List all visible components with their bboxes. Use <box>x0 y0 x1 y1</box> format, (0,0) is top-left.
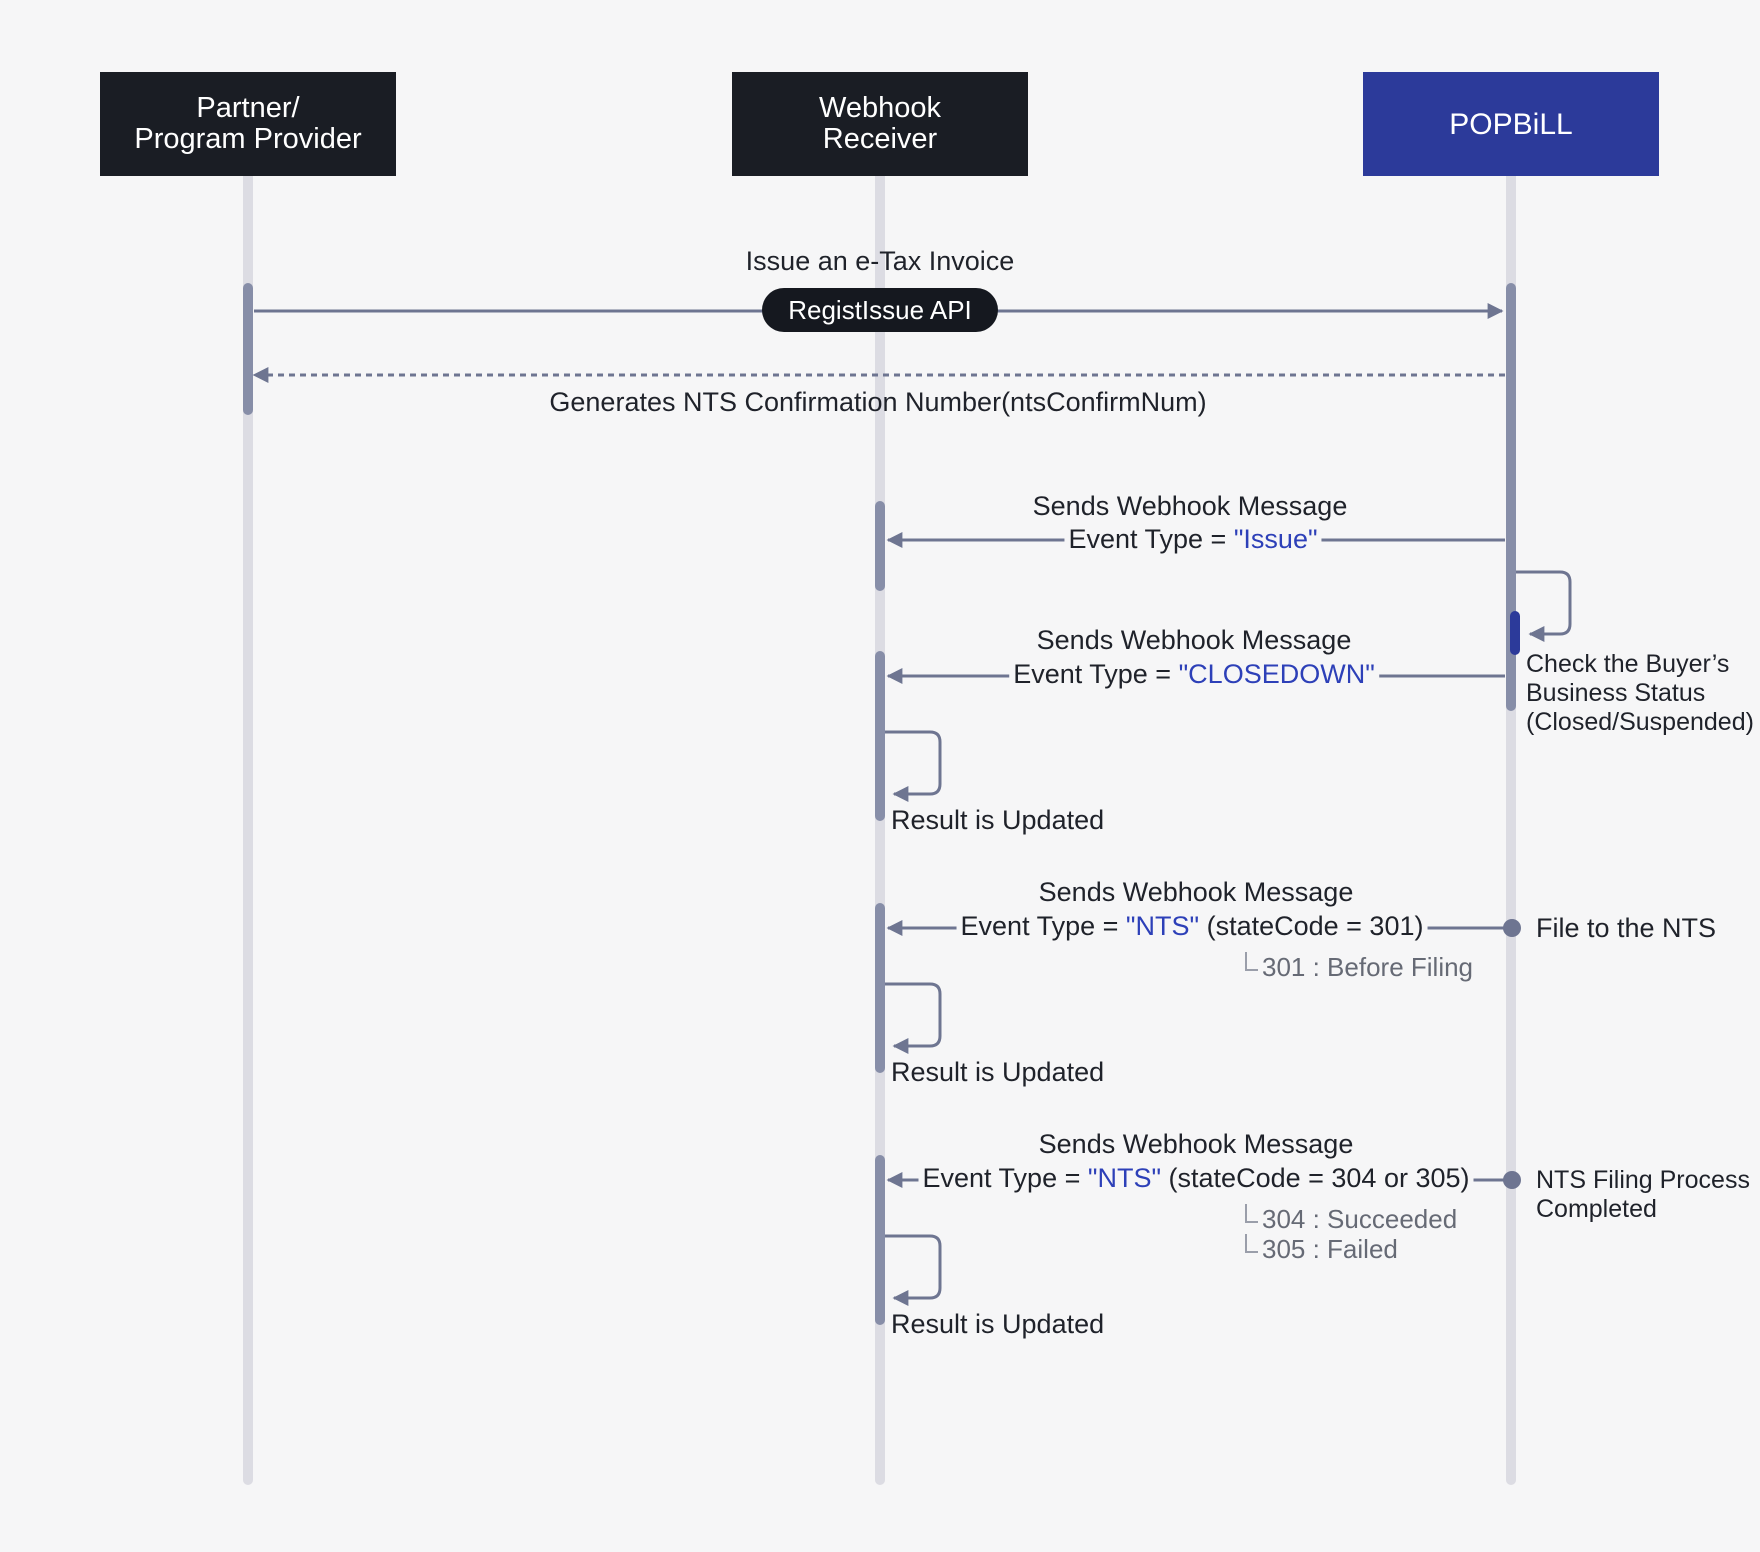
confirm-return-label: Generates NTS Confirmation Number(ntsCon… <box>549 387 1207 417</box>
dot-nts-complete <box>1503 1171 1521 1189</box>
self-loop-webhook-2 <box>885 982 942 1054</box>
check-buyer-note: Check the Buyer’s Business Status (Close… <box>1526 650 1754 736</box>
m2-event-line: Event Type = "CLOSEDOWN" <box>1009 659 1379 689</box>
m3-value: "NTS" <box>1125 911 1200 941</box>
registissue-api-pill: RegistIssue API <box>762 288 998 332</box>
m2-title: Sends Webhook Message <box>1036 625 1352 655</box>
m4-note-305: 305 : Failed <box>1262 1234 1398 1264</box>
note-bracket-305 <box>1245 1234 1258 1253</box>
issue-title: Issue an e-Tax Invoice <box>745 246 1015 276</box>
m2-prefix: Event Type = <box>1013 659 1179 689</box>
m4-value: "NTS" <box>1087 1163 1162 1193</box>
file-to-nts-label: File to the NTS <box>1536 913 1717 943</box>
m2-value: "CLOSEDOWN" <box>1178 659 1375 689</box>
note-bracket-304 <box>1245 1204 1258 1223</box>
m1-value: "Issue" <box>1233 524 1318 554</box>
m3-suffix: (stateCode = 301) <box>1199 911 1424 941</box>
m3-title: Sends Webhook Message <box>1038 877 1354 907</box>
participant-webhook-receiver: Webhook Receiver <box>732 72 1028 176</box>
m4-note-304: 304 : Succeeded <box>1262 1204 1458 1234</box>
m4-title: Sends Webhook Message <box>1038 1129 1354 1159</box>
self-loop-webhook-3 <box>885 1234 942 1306</box>
nts-complete-label: NTS Filing Process Completed <box>1536 1166 1750 1223</box>
m3-event-line: Event Type = "NTS" (stateCode = 301) <box>956 911 1428 941</box>
m4-event-line: Event Type = "NTS" (stateCode = 304 or 3… <box>918 1163 1474 1193</box>
m4-prefix: Event Type = <box>922 1163 1088 1193</box>
m1-prefix: Event Type = <box>1068 524 1234 554</box>
participant-partner-label: Partner/ Program Provider <box>134 92 362 155</box>
participant-webhook-label: Webhook Receiver <box>819 92 941 155</box>
m1-title: Sends Webhook Message <box>1032 491 1348 521</box>
m3-prefix: Event Type = <box>960 911 1126 941</box>
self-loop-webhook-1 <box>885 730 942 802</box>
participant-partner: Partner/ Program Provider <box>100 72 396 176</box>
m4-suffix: (stateCode = 304 or 305) <box>1161 1163 1470 1193</box>
m1-event-line: Event Type = "Issue" <box>1064 524 1322 554</box>
participant-popbill-label: POPBiLL <box>1449 107 1573 141</box>
result-updated-3: Result is Updated <box>891 1309 1105 1339</box>
self-loop-popbill <box>1516 570 1572 642</box>
result-updated-2: Result is Updated <box>891 1057 1105 1087</box>
dot-file-nts <box>1503 919 1521 937</box>
note-bracket-301 <box>1245 952 1258 971</box>
participant-popbill: POPBiLL <box>1363 72 1659 176</box>
m3-note-301: 301 : Before Filing <box>1262 952 1474 982</box>
result-updated-1: Result is Updated <box>891 805 1105 835</box>
